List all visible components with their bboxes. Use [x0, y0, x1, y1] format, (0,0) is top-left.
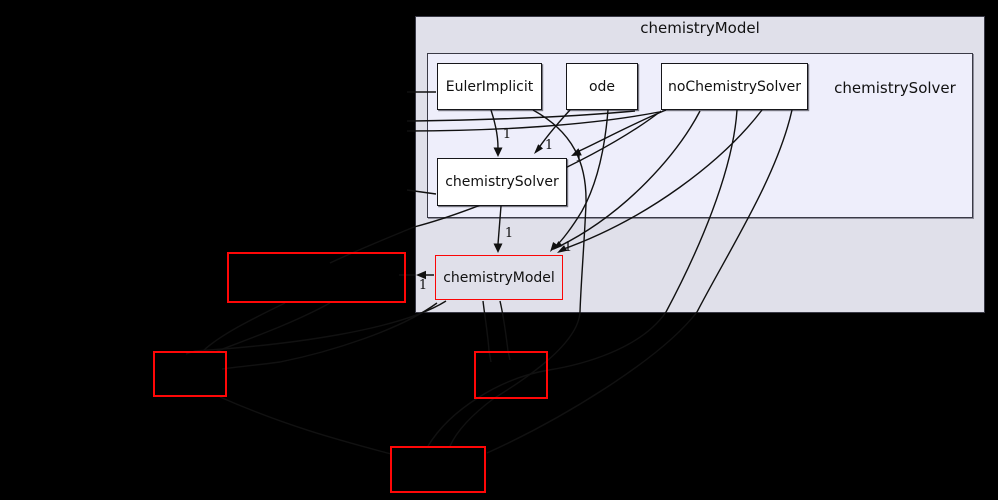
edge-model-to-lowerleft-external2: [221, 302, 438, 370]
inner-cluster-title: chemistrySolver: [834, 79, 956, 97]
edge-label-solver-to-model: 1: [504, 226, 514, 241]
external-node-left-large[interactable]: [227, 252, 406, 303]
external-node-lower-left[interactable]: [153, 351, 227, 397]
node-chemistry-solver[interactable]: chemistrySolver: [437, 158, 567, 206]
edge-external-link1: [202, 302, 286, 352]
outer-cluster-title: chemistryModel: [640, 19, 760, 37]
node-chemistry-solver-label: chemistrySolver: [445, 174, 559, 190]
node-ode[interactable]: ode: [566, 63, 638, 110]
node-no-chemistry-solver-label: noChemistrySolver: [667, 78, 802, 95]
edge-label-deps-to-model: 1: [563, 240, 573, 255]
edge-label-nochem-to-solver: 1: [574, 150, 584, 165]
node-chemistry-model-label: chemistryModel: [443, 269, 555, 286]
edge-label-model-to-external: 1: [418, 278, 428, 293]
edge-label-ode-to-solver: 1: [544, 138, 554, 153]
edge-model-to-lowerleft-external: [185, 300, 447, 355]
external-node-bottom[interactable]: [390, 446, 486, 493]
node-euler-implicit[interactable]: EulerImplicit: [437, 63, 542, 110]
edge-external-link3: [219, 396, 392, 455]
node-euler-implicit-label: EulerImplicit: [445, 78, 534, 95]
external-node-lower-middle[interactable]: [474, 351, 548, 399]
edge-label-euler-to-solver: 1: [502, 127, 512, 142]
edge-external-link2: [214, 302, 331, 353]
node-chemistry-model[interactable]: chemistryModel: [435, 255, 563, 300]
node-no-chemistry-solver[interactable]: noChemistrySolver: [661, 63, 808, 110]
node-ode-label: ode: [588, 78, 616, 95]
